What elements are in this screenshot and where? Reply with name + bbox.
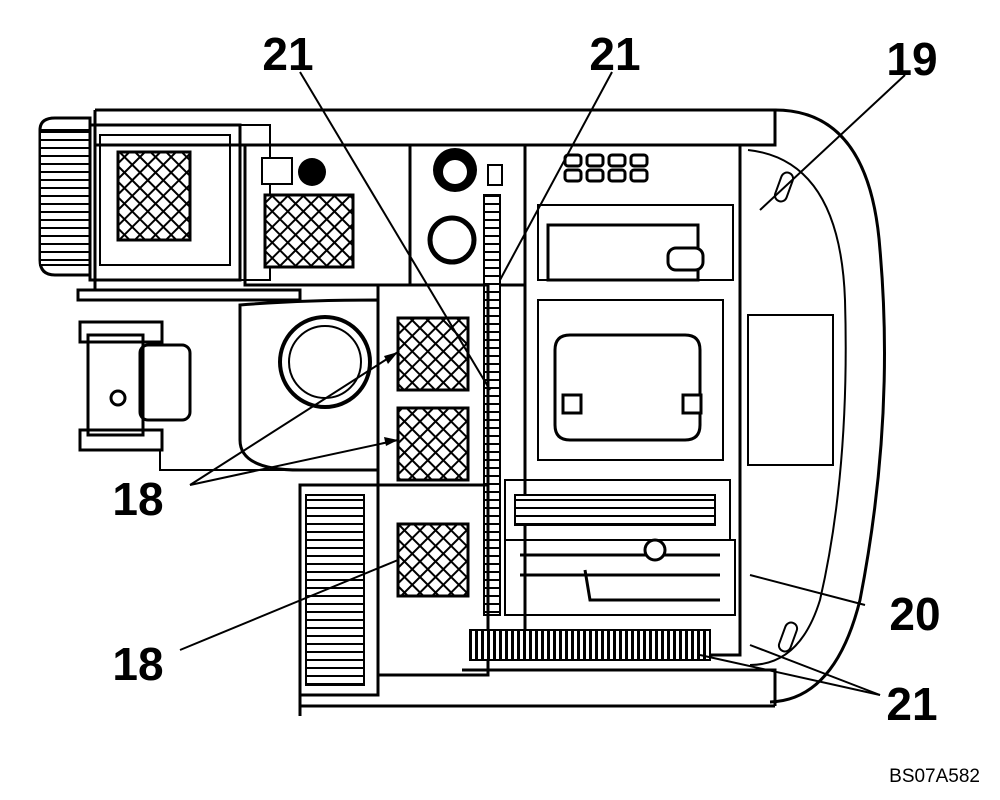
lower-left-unit xyxy=(298,483,490,697)
callout-18-upper: 18 xyxy=(112,473,163,525)
figure-reference-code: BS07A582 xyxy=(889,766,980,787)
callout-21-top-mid: 21 xyxy=(589,28,640,80)
filter-grille-center-top xyxy=(396,316,470,392)
leader-lines xyxy=(179,71,906,696)
callout-21-top-left: 21 xyxy=(262,28,313,80)
terminal-block xyxy=(469,629,711,661)
left-fan-unit xyxy=(38,116,271,282)
round-duct xyxy=(238,298,380,472)
filter-grille-left xyxy=(116,150,192,242)
vertical-conduit xyxy=(483,194,501,616)
center-filter-panel xyxy=(376,283,490,487)
control-compartment xyxy=(469,143,834,661)
filter-grille-center-mid xyxy=(396,406,470,482)
filter-grille-upper xyxy=(263,193,355,269)
callout-21-bottom-right: 21 xyxy=(886,678,937,730)
callout-20: 20 xyxy=(889,588,940,640)
upper-mid-panel xyxy=(243,143,527,287)
filter-grille-lower xyxy=(396,522,470,598)
callout-19: 19 xyxy=(886,33,937,85)
callout-18-lower: 18 xyxy=(112,638,163,690)
left-frame xyxy=(76,288,302,471)
